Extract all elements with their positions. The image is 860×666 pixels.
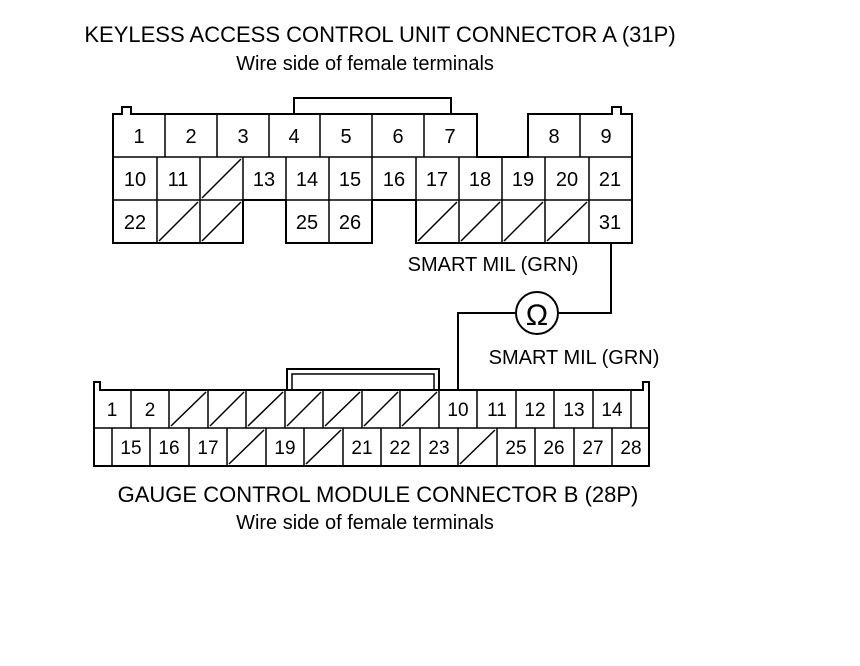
- pin-a-5: 5: [340, 126, 351, 148]
- connector-b-wire-label: SMART MIL (GRN): [489, 347, 660, 369]
- pin-a-19: 19: [512, 169, 534, 191]
- pin-a-31: 31: [599, 212, 621, 234]
- pin-a-3: 3: [237, 126, 248, 148]
- pin-a-9: 9: [600, 126, 611, 148]
- pin-b-28: 28: [620, 438, 641, 459]
- wire-meter-to-b10: [457, 312, 516, 390]
- pin-b-2: 2: [145, 400, 156, 421]
- connector-a-title: KEYLESS ACCESS CONTROL UNIT CONNECTOR A …: [84, 22, 675, 47]
- pin-b-26: 26: [543, 438, 564, 459]
- pin-a-2: 2: [185, 126, 196, 148]
- connector-a-subtitle: Wire side of female terminals: [236, 53, 494, 75]
- connector-a: 1 2 3 4 5 6 7 8 9 10 11 13 14 15 16 17 1…: [112, 97, 633, 244]
- pin-b-10: 10: [447, 400, 468, 421]
- pin-b-1: 1: [107, 400, 118, 421]
- pin-a-26: 26: [339, 212, 361, 234]
- pin-a-10: 10: [124, 169, 146, 191]
- pin-a-1: 1: [133, 126, 144, 148]
- pin-b-19: 19: [274, 438, 295, 459]
- pin-b-15: 15: [120, 438, 141, 459]
- connector-b: 1 2 10 11 12 13 14 15 16 17 19 21 22 23 …: [93, 368, 650, 467]
- connector-a-wire-label: SMART MIL (GRN): [408, 254, 579, 276]
- pin-b-25: 25: [505, 438, 526, 459]
- pin-a-13: 13: [253, 169, 275, 191]
- pin-a-25: 25: [296, 212, 318, 234]
- pin-a-18: 18: [469, 169, 491, 191]
- pin-a-7: 7: [444, 126, 455, 148]
- pin-a-22: 22: [124, 212, 146, 234]
- pin-b-23: 23: [428, 438, 449, 459]
- pin-a-4: 4: [288, 126, 299, 148]
- pin-a-14: 14: [296, 169, 318, 191]
- pin-b-12: 12: [524, 400, 545, 421]
- pin-a-11: 11: [168, 169, 189, 191]
- pin-a-6: 6: [392, 126, 403, 148]
- pin-b-11: 11: [487, 400, 507, 421]
- ohmmeter-icon: Ω: [515, 291, 559, 335]
- pin-b-22: 22: [389, 438, 410, 459]
- pin-a-17: 17: [426, 169, 448, 191]
- pin-b-21: 21: [351, 438, 372, 459]
- connector-b-subtitle: Wire side of female terminals: [236, 512, 494, 534]
- pin-b-27: 27: [582, 438, 603, 459]
- pin-b-13: 13: [563, 400, 584, 421]
- wire-a31-to-meter: [558, 243, 612, 314]
- pin-a-16: 16: [383, 169, 405, 191]
- connector-b-title: GAUGE CONTROL MODULE CONNECTOR B (28P): [118, 482, 639, 507]
- ohm-symbol: Ω: [526, 299, 548, 332]
- pin-b-14: 14: [601, 400, 623, 421]
- pin-b-17: 17: [197, 438, 218, 459]
- pin-a-20: 20: [556, 169, 578, 191]
- pin-a-15: 15: [339, 169, 361, 191]
- pin-a-21: 21: [599, 169, 621, 191]
- pin-a-8: 8: [548, 126, 559, 148]
- pin-b-16: 16: [158, 438, 179, 459]
